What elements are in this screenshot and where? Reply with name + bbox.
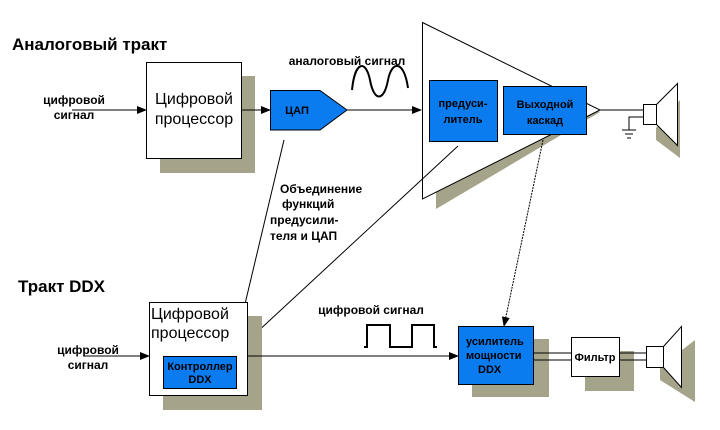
ddx-controller-label-line2: DDX bbox=[188, 374, 212, 386]
ddx-input-label-line1: цифровой bbox=[57, 343, 119, 357]
preamp-to-controller-arrow bbox=[241, 145, 459, 347]
preamp-block bbox=[429, 80, 498, 142]
annotation-line2: функций bbox=[282, 197, 334, 211]
ddx-amp-block bbox=[458, 326, 534, 385]
annotation-line4: теля и ЦАП bbox=[270, 229, 337, 243]
analog-input-label-line2: сигнал bbox=[54, 108, 95, 122]
output-stage-block bbox=[503, 86, 587, 135]
ddx-controller-block bbox=[163, 356, 237, 389]
output-stage-label-line2: каскад bbox=[527, 115, 563, 127]
annotation-line1: Объединение bbox=[280, 182, 363, 196]
output-stage-label-line1: Выходной bbox=[517, 99, 574, 111]
annotation-line3: предусили- bbox=[270, 213, 338, 227]
preamp-label-line2: литель bbox=[443, 114, 482, 126]
ddx-amp-label-line1: усилитель bbox=[466, 336, 524, 348]
ddx-input-label-line2: сигнал bbox=[68, 358, 109, 372]
output-stage-to-ddx-amp-arrow bbox=[501, 139, 544, 327]
digital-signal-label: цифровой сигнал bbox=[318, 303, 424, 317]
analog-processor-label-line1: Цифровой bbox=[155, 91, 233, 108]
ddx-processor-label-line1: Цифровой bbox=[151, 306, 229, 323]
analog-input-label-line1: цифровой bbox=[43, 93, 105, 107]
filter-label: Фильтр bbox=[574, 352, 615, 364]
analog-processor-block bbox=[146, 62, 242, 159]
ground-icon bbox=[622, 129, 636, 139]
preamp-label-line1: предуси- bbox=[439, 98, 488, 110]
speaker-icon-analog bbox=[643, 82, 680, 158]
dac-block bbox=[270, 90, 348, 131]
ddx-amp-label-line3: DDX bbox=[478, 364, 502, 376]
ground-wire bbox=[628, 116, 643, 130]
speaker-icon-ddx bbox=[646, 325, 695, 402]
ddx-controller-label-line1: Контроллер bbox=[167, 361, 233, 373]
ddx-amp-label-line2: мощности bbox=[466, 350, 521, 362]
ddx-processor-label-line2: процессор bbox=[151, 325, 229, 342]
analog-processor-label-line2: процессор bbox=[155, 111, 233, 128]
analog-path-title: Аналоговый тракт bbox=[12, 35, 167, 54]
square-wave-icon bbox=[364, 324, 437, 348]
analog-signal-label: аналоговый сигнал bbox=[289, 54, 406, 68]
ddx-path-title: Тракт DDX bbox=[18, 277, 106, 296]
filter-block bbox=[571, 337, 620, 377]
dac-label: ЦАП bbox=[285, 105, 309, 117]
sine-wave-icon bbox=[351, 65, 409, 98]
